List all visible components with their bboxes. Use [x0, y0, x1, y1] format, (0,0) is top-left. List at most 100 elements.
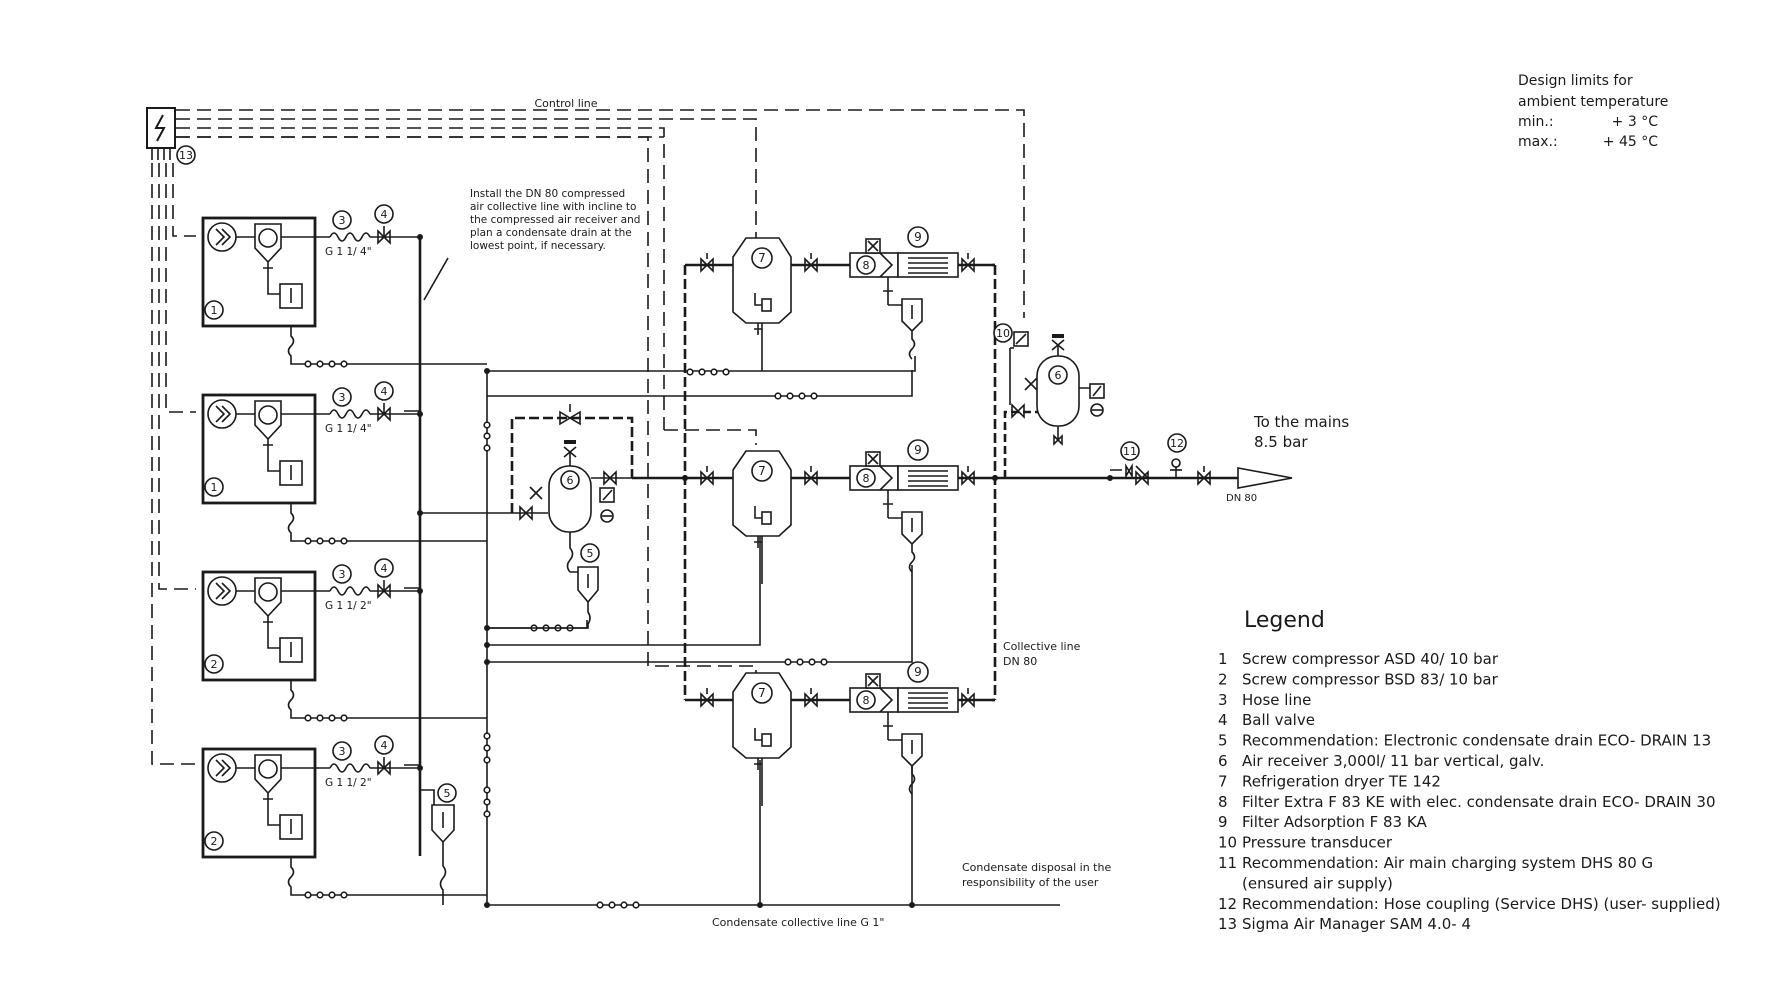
legend-item-number: 2	[1218, 670, 1228, 688]
legend-item-text: Air receiver 3,000l/ 11 bar vertical, ga…	[1242, 752, 1544, 770]
callout-13-circle	[176, 145, 196, 165]
legend-item-number: 5	[1218, 732, 1228, 750]
callout-7: 7	[758, 686, 766, 700]
condensate-disposal-2: responsibility of the user	[962, 876, 1099, 889]
condensate-coil-markers	[483, 368, 828, 909]
callout-7: 7	[758, 251, 766, 265]
dn80-label: DN 80	[1226, 493, 1257, 504]
receiver-inlet-valve-icon	[519, 505, 533, 521]
dryer-inlet-valve-icon	[700, 257, 714, 273]
hose-callout: 3	[339, 391, 346, 404]
hose-callout: 3	[339, 214, 346, 227]
dryer-outlet-valve-icon	[804, 470, 818, 486]
install-note-line-5: lowest point, if necessary.	[470, 240, 606, 252]
dryer-filter-train: 789	[685, 226, 995, 371]
legend-item-text: Filter Adsorption F 83 KA	[1242, 813, 1427, 831]
compressor-unit: 1 3 4 G 1 1/ 4"	[201, 204, 487, 368]
install-note-leader	[423, 257, 449, 301]
legend-item-number: 10	[1218, 834, 1237, 852]
design-limits-min-value: + 3 °C	[1612, 114, 1659, 130]
legend-item-number: 11	[1218, 854, 1237, 872]
air-receiver-mid: 6	[519, 440, 632, 573]
refrigeration-dryer	[732, 672, 792, 759]
legend-item-text: Ball valve	[1242, 711, 1315, 729]
condensate-drain-receiver: 5	[487, 543, 600, 629]
compressor-frame	[201, 747, 317, 859]
install-note: Install the DN 80 compressed air collect…	[423, 188, 640, 301]
refrigeration-dryer	[732, 237, 792, 324]
compressor-type-callout: 2	[211, 658, 218, 671]
compressor-motor-icon	[207, 399, 237, 429]
callout-13: 13	[179, 149, 193, 162]
refrigeration-dryer	[732, 450, 792, 537]
ball-valve-icon	[377, 229, 391, 245]
callout-9: 9	[914, 665, 922, 679]
sigma-air-manager: 13	[146, 107, 196, 165]
legend-item-text: Pressure transducer	[1242, 834, 1393, 852]
to-mains-line2: 8.5 bar	[1254, 433, 1308, 451]
compressor-motor-icon	[207, 222, 237, 252]
legend-title: Legend	[1244, 608, 1325, 633]
filter-outlet-valve-icon	[961, 692, 975, 708]
hose-callout: 3	[339, 745, 346, 758]
bypass-valve-icon	[559, 410, 581, 426]
legend-item-text: Hose line	[1242, 691, 1311, 709]
callout-8: 8	[863, 472, 870, 485]
design-limits-max-value: + 45 °C	[1603, 134, 1658, 150]
compressor-type-callout: 1	[211, 304, 218, 317]
valve-callout: 4	[381, 208, 388, 221]
hose-line-icon	[329, 763, 371, 773]
dryer-outlet-valve-icon	[804, 257, 818, 273]
connection-size-label: G 1 1/ 2"	[325, 777, 372, 789]
install-note-line-3: the compressed air receiver and	[470, 214, 640, 226]
callout-9: 9	[914, 443, 922, 457]
valve-callout: 4	[381, 739, 388, 752]
separator-icon	[254, 223, 282, 264]
ball-valve-icon	[377, 583, 391, 599]
legend-item: 5 Recommendation: Electronic condensate d…	[1218, 732, 1711, 750]
legend-item-number: 3	[1218, 691, 1228, 709]
filter-outlet-valve-icon	[961, 470, 975, 486]
design-limits-title-2: ambient temperature	[1518, 94, 1668, 110]
callout-8: 8	[863, 259, 870, 272]
callout-10: 10	[996, 327, 1010, 340]
separator-icon	[254, 754, 282, 795]
legend-item-number: 1	[1218, 650, 1228, 668]
callout-7: 7	[758, 464, 766, 478]
filter-outlet-valve-icon	[961, 257, 975, 273]
legend-item-number: 12	[1218, 895, 1237, 913]
dryer-inlet-valve-icon	[700, 470, 714, 486]
callout-6-right: 6	[1055, 369, 1062, 382]
condensate-drain-main: 5	[420, 783, 457, 905]
connection-size-label: G 1 1/ 4"	[325, 246, 372, 258]
callout-8: 8	[863, 694, 870, 707]
design-limits: Design limits for ambient temperature mi…	[1518, 73, 1668, 150]
legend-item: 11 Recommendation: Air main charging syst…	[1218, 854, 1653, 872]
design-limits-max-label: max.:	[1518, 134, 1558, 150]
dryer-outlet-valve-icon	[804, 692, 818, 708]
legend-item-text: Screw compressor ASD 40/ 10 bar	[1242, 650, 1499, 668]
condensate-collective-label: Condensate collective line G 1"	[712, 916, 884, 929]
dryer-inlet-valve-icon	[700, 692, 714, 708]
condensate-disposal-1: Condensate disposal in the	[962, 861, 1111, 874]
separator-icon	[254, 400, 282, 441]
design-limits-title-1: Design limits for	[1518, 73, 1633, 89]
compressor-motor-icon	[207, 576, 237, 606]
legend-item-text: Recommendation: Electronic condensate dr…	[1242, 732, 1711, 750]
dryer-filter-train: 7 8 9	[685, 661, 995, 806]
legend-item-number: 7	[1218, 772, 1228, 790]
legend-item-text: Recommendation: Air main charging system…	[1242, 854, 1653, 872]
outlet-section: 10 6 11 12 DN 80 To the mains 8.5 bar	[712, 323, 1349, 929]
legend-item: 3 Hose line	[1218, 691, 1311, 709]
legend-item: 10 Pressure transducer	[1218, 834, 1393, 852]
hose-line-icon	[329, 409, 371, 419]
